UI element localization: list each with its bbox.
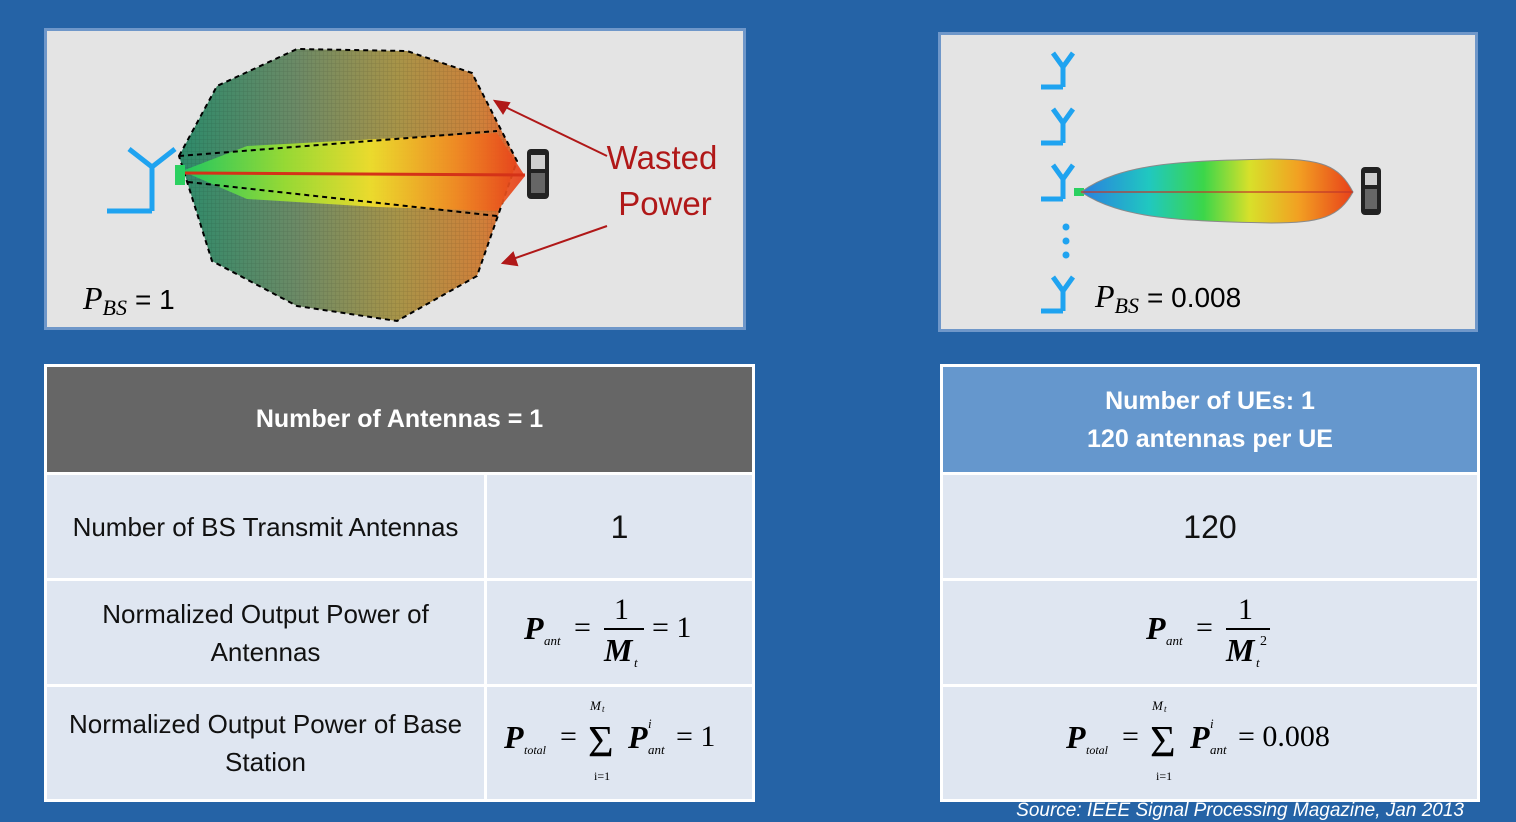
svg-text:ant: ant <box>648 742 665 757</box>
svg-text:=: = <box>574 611 591 644</box>
svg-text:M: M <box>589 698 602 713</box>
value-bs-transmit-antennas: 1 <box>486 474 754 580</box>
antenna-icon <box>1041 53 1073 87</box>
formula-total-power: P total = M t Σ i=1 P i ant = 1 <box>486 686 754 801</box>
svg-text:i=1: i=1 <box>1156 769 1172 783</box>
svg-text:M: M <box>1151 698 1164 713</box>
massive-mimo-table: Number of UEs: 1 120 antennas per UE 120… <box>940 364 1480 802</box>
formula-total-power-mimo-graphic: P total = M t Σ i=1 P i ant = 0.008 <box>1050 688 1370 788</box>
svg-text:P: P <box>523 610 544 646</box>
ellipsis-dots <box>1063 224 1070 259</box>
formula-antenna-power-mimo-graphic: P ant = 1 M t 2 <box>1110 583 1310 673</box>
svg-text:ant: ant <box>544 633 561 648</box>
svg-text:= 1: = 1 <box>676 720 715 753</box>
svg-text:t: t <box>602 704 605 714</box>
svg-text:=: = <box>1196 611 1213 644</box>
svg-text:1: 1 <box>1238 593 1253 626</box>
wasted-power-label: Wasted <box>607 139 718 176</box>
svg-text:P: P <box>503 719 524 755</box>
formula-total-power-mimo: P total = M t Σ i=1 P i ant = 0.008 <box>942 686 1479 801</box>
formula-total-power-graphic: P total = M t Σ i=1 P i ant = 1 <box>500 688 740 788</box>
svg-text:Σ: Σ <box>588 717 614 766</box>
value-bs-transmit-antennas-mimo: 120 <box>942 474 1479 580</box>
svg-text:t: t <box>634 655 638 670</box>
svg-text:M: M <box>1225 632 1256 668</box>
row-label-bs-transmit-antennas: Number of BS Transmit Antennas <box>46 474 486 580</box>
svg-text:M: M <box>603 632 634 668</box>
power-label: PBS= 1 <box>82 280 175 320</box>
single-antenna-beam-figure: Wasted Power PBS= 1 <box>47 31 743 327</box>
narrow-radiation-lobe <box>1081 159 1353 223</box>
svg-text:total: total <box>524 743 547 757</box>
svg-text:=: = <box>560 720 577 753</box>
row-label-normalized-bs-power: Normalized Output Power of Base Station <box>46 686 486 801</box>
antenna-icon <box>1041 277 1073 311</box>
svg-text:ant: ant <box>1166 633 1183 648</box>
svg-text:P: P <box>1145 610 1166 646</box>
antenna-icon <box>1041 109 1073 143</box>
header-ues: Number of UEs: 1 <box>1105 387 1315 415</box>
source-citation: Source: IEEE Signal Processing Magazine,… <box>954 800 1464 822</box>
single-antenna-table-header: Number of Antennas = 1 <box>46 366 754 474</box>
formula-antenna-power: P ant = 1 M t = 1 <box>486 580 754 686</box>
header-antennas-per-ue: 120 antennas per UE <box>1087 425 1333 453</box>
svg-text:P: P <box>627 719 648 755</box>
svg-text:t: t <box>1256 655 1260 670</box>
svg-text:i: i <box>648 716 652 731</box>
antenna-icon <box>1041 165 1073 199</box>
wasted-power-label-line2: Power <box>618 185 712 222</box>
svg-text:i=1: i=1 <box>594 769 610 783</box>
formula-antenna-power-mimo: P ant = 1 M t 2 <box>942 580 1479 686</box>
mobile-phone-icon <box>1361 167 1381 215</box>
mobile-phone-icon <box>527 149 549 199</box>
row-label-normalized-antenna-power: Normalized Output Power of Antennas <box>46 580 486 686</box>
massive-mimo-beam-figure: PBS= 0.008 <box>941 35 1475 329</box>
svg-text:t: t <box>1164 704 1167 714</box>
svg-text:ant: ant <box>1210 742 1227 757</box>
formula-antenna-power-graphic: P ant = 1 M t = 1 <box>510 583 730 673</box>
svg-text:Σ: Σ <box>1150 717 1176 766</box>
svg-text:P: P <box>1189 719 1210 755</box>
svg-text:2: 2 <box>1260 634 1267 649</box>
single-antenna-beam-panel: Wasted Power PBS= 1 <box>44 28 746 330</box>
svg-text:= 1: = 1 <box>652 611 691 644</box>
massive-mimo-table-header: Number of UEs: 1 120 antennas per UE <box>942 366 1479 474</box>
antenna-icon <box>107 149 175 211</box>
svg-text:total: total <box>1086 743 1109 757</box>
svg-text:= 0.008: = 0.008 <box>1238 720 1330 753</box>
svg-text:1: 1 <box>614 593 629 626</box>
svg-text:P: P <box>1065 719 1086 755</box>
svg-text:=: = <box>1122 720 1139 753</box>
svg-text:i: i <box>1210 716 1214 731</box>
power-label: PBS= 0.008 <box>1094 278 1241 318</box>
single-antenna-table: Number of Antennas = 1 Number of BS Tran… <box>44 364 755 802</box>
massive-mimo-beam-panel: PBS= 0.008 <box>938 32 1478 332</box>
